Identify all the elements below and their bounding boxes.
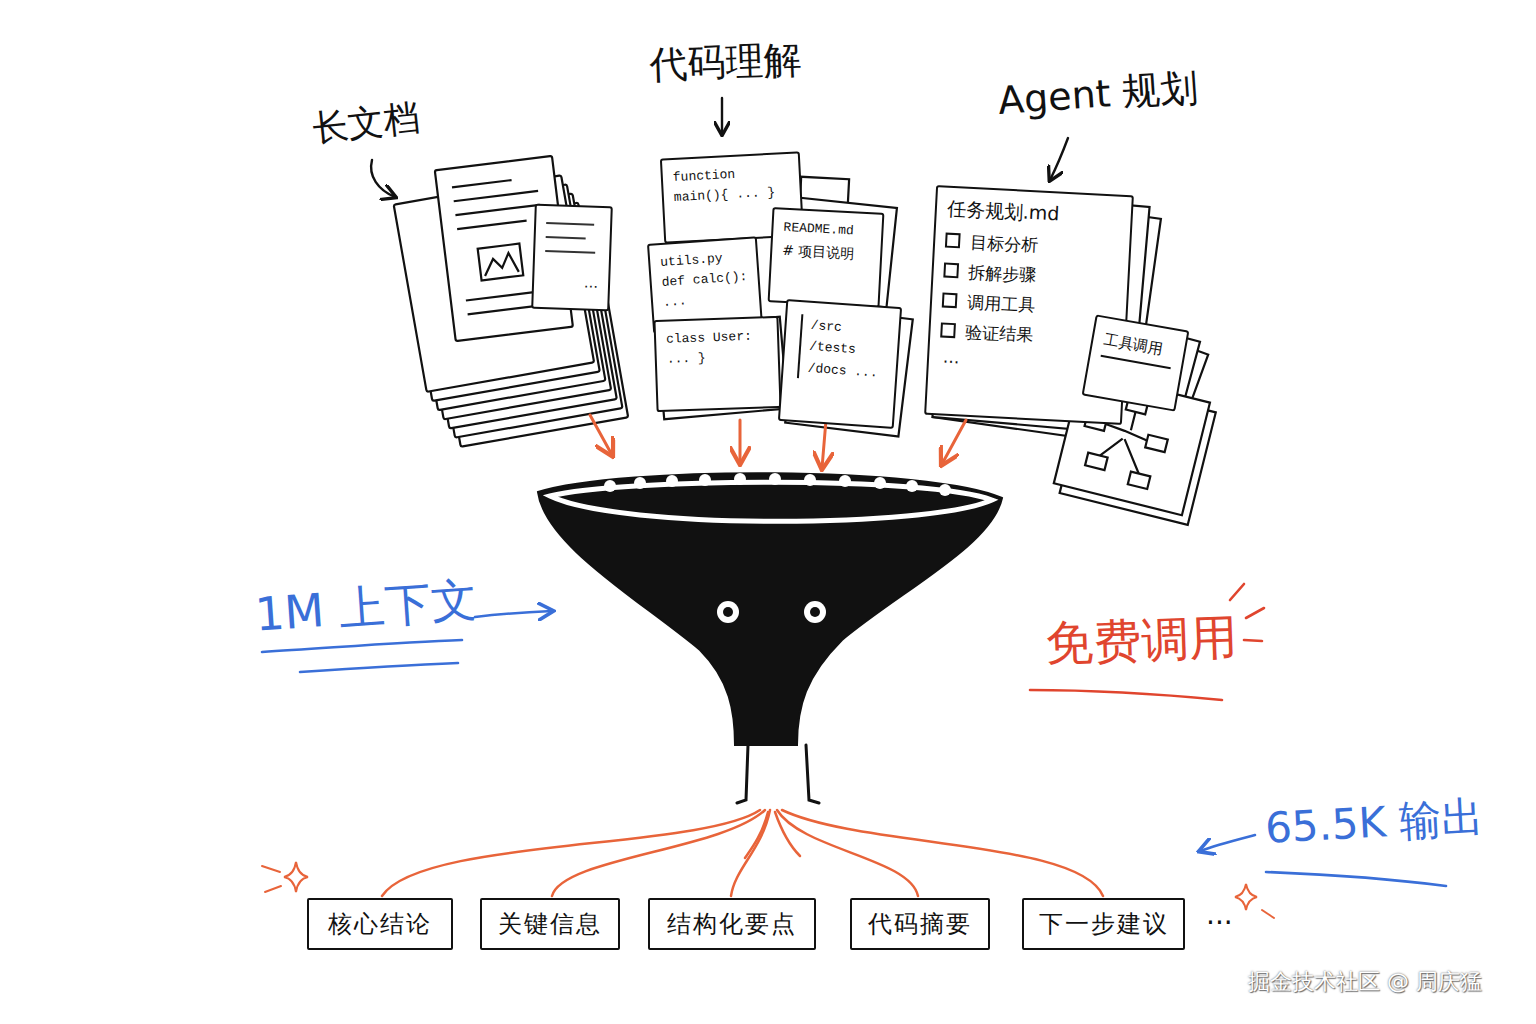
funnel-character — [699, 474, 711, 486]
checklist-item: 目标分析 — [945, 230, 1120, 262]
document-page — [457, 221, 526, 230]
funnel-character — [804, 474, 816, 486]
document-page — [454, 191, 538, 201]
output-box: 核心结论 — [307, 898, 453, 950]
output-strand — [382, 810, 1103, 896]
category-label: Agent 规划 — [997, 67, 1200, 123]
input-arrow — [942, 420, 966, 464]
folder-tree-text: /src /tests /docs ... — [797, 314, 889, 384]
document-page — [478, 244, 524, 281]
output-text: 核心结论 — [328, 908, 432, 940]
funnel-character — [604, 480, 616, 492]
input-arrow — [739, 420, 742, 463]
readme-card: README.md# 项目说明 — [768, 207, 885, 308]
funnel-character — [550, 482, 992, 521]
document-page — [455, 205, 539, 215]
funnel-character — [634, 477, 646, 489]
document-page — [468, 306, 537, 315]
output-box: 结构化要点 — [648, 898, 816, 950]
document-page — [452, 180, 512, 187]
input-arrow — [822, 420, 826, 468]
input-arrow — [590, 415, 612, 455]
checklist-item: 调用工具 — [941, 289, 1116, 321]
funnel-character — [538, 473, 1002, 803]
funnel-character — [906, 480, 918, 492]
output-strand — [552, 810, 765, 896]
ellipsis-text: ... — [1206, 900, 1233, 931]
output-strand — [731, 810, 770, 896]
flowchart-card — [1085, 453, 1108, 470]
output-strand — [775, 812, 800, 856]
checklist-item: 拆解步骤 — [943, 260, 1118, 292]
sparkle — [1262, 910, 1274, 918]
flowchart-card — [1128, 472, 1151, 489]
sparkle — [1235, 884, 1257, 910]
funnel-character — [839, 475, 851, 487]
pointer-arrow — [721, 98, 723, 134]
sparkle — [262, 866, 281, 892]
code-text: class User: ... } — [666, 326, 768, 370]
funnel-character — [538, 473, 1002, 745]
funnel-character — [804, 601, 826, 623]
funnel-character — [769, 473, 781, 485]
callout-stroke — [1266, 872, 1446, 886]
callout-stroke — [300, 663, 458, 672]
free-callout: 免费调用 — [1044, 611, 1238, 670]
funnel-character — [810, 607, 820, 617]
heading-text: # 项目说明 — [782, 242, 871, 265]
context-callout: 1M 上下文 — [254, 574, 479, 640]
watermark: 掘金技术社区 @ 周庆猛 — [1248, 970, 1482, 994]
output-strand — [382, 810, 760, 896]
funnel-character — [939, 484, 951, 496]
flowchart-card — [1145, 435, 1168, 452]
tool-card: 工具调用 — [1082, 314, 1190, 411]
ellipsis-text: ... — [544, 272, 599, 292]
funnel-character — [734, 473, 746, 485]
category-label: 长文档 — [310, 97, 422, 148]
output-box: 下一步建议 — [1022, 898, 1185, 950]
output-strand — [745, 812, 768, 858]
card-title: 工具调用 — [1101, 330, 1176, 369]
callout-stroke — [1200, 835, 1255, 851]
output-text: 关键信息 — [498, 908, 602, 940]
output-text: 代码摘要 — [868, 908, 972, 940]
file-name: 任务规划.md — [946, 196, 1121, 231]
code-text: function main(){ ... } — [672, 162, 790, 208]
output-text: 结构化要点 — [667, 908, 797, 940]
callout-stroke — [475, 611, 552, 617]
output-callout: 65.5K 输出 — [1264, 794, 1485, 852]
document-page — [483, 252, 519, 276]
code-card: class User: ... } — [653, 316, 781, 412]
pointer-arrow — [1050, 138, 1068, 180]
funnel-character — [874, 477, 886, 489]
file-name: README.md — [783, 218, 872, 243]
callout-stroke — [1030, 690, 1222, 700]
output-text: 下一步建议 — [1039, 908, 1169, 940]
callout-stroke — [262, 640, 462, 652]
category-label: 代码理解 — [649, 39, 802, 86]
folder-tree-card: /src /tests /docs ... — [778, 299, 902, 429]
document-card: ... — [531, 204, 613, 312]
checklist-item: 验证结果 — [940, 319, 1115, 351]
funnel-character — [737, 745, 819, 803]
output-box: 代码摘要 — [850, 898, 990, 950]
funnel-character — [723, 607, 733, 617]
funnel-character — [717, 601, 739, 623]
funnel-character — [604, 473, 951, 496]
input-arrow — [590, 415, 966, 468]
output-strand — [782, 810, 1103, 896]
sparkle — [284, 862, 308, 892]
code-text: def calc(): ... — [661, 267, 750, 313]
output-box: 关键信息 — [480, 898, 620, 950]
funnel-character — [666, 475, 678, 487]
pointer-arrow — [371, 160, 395, 197]
